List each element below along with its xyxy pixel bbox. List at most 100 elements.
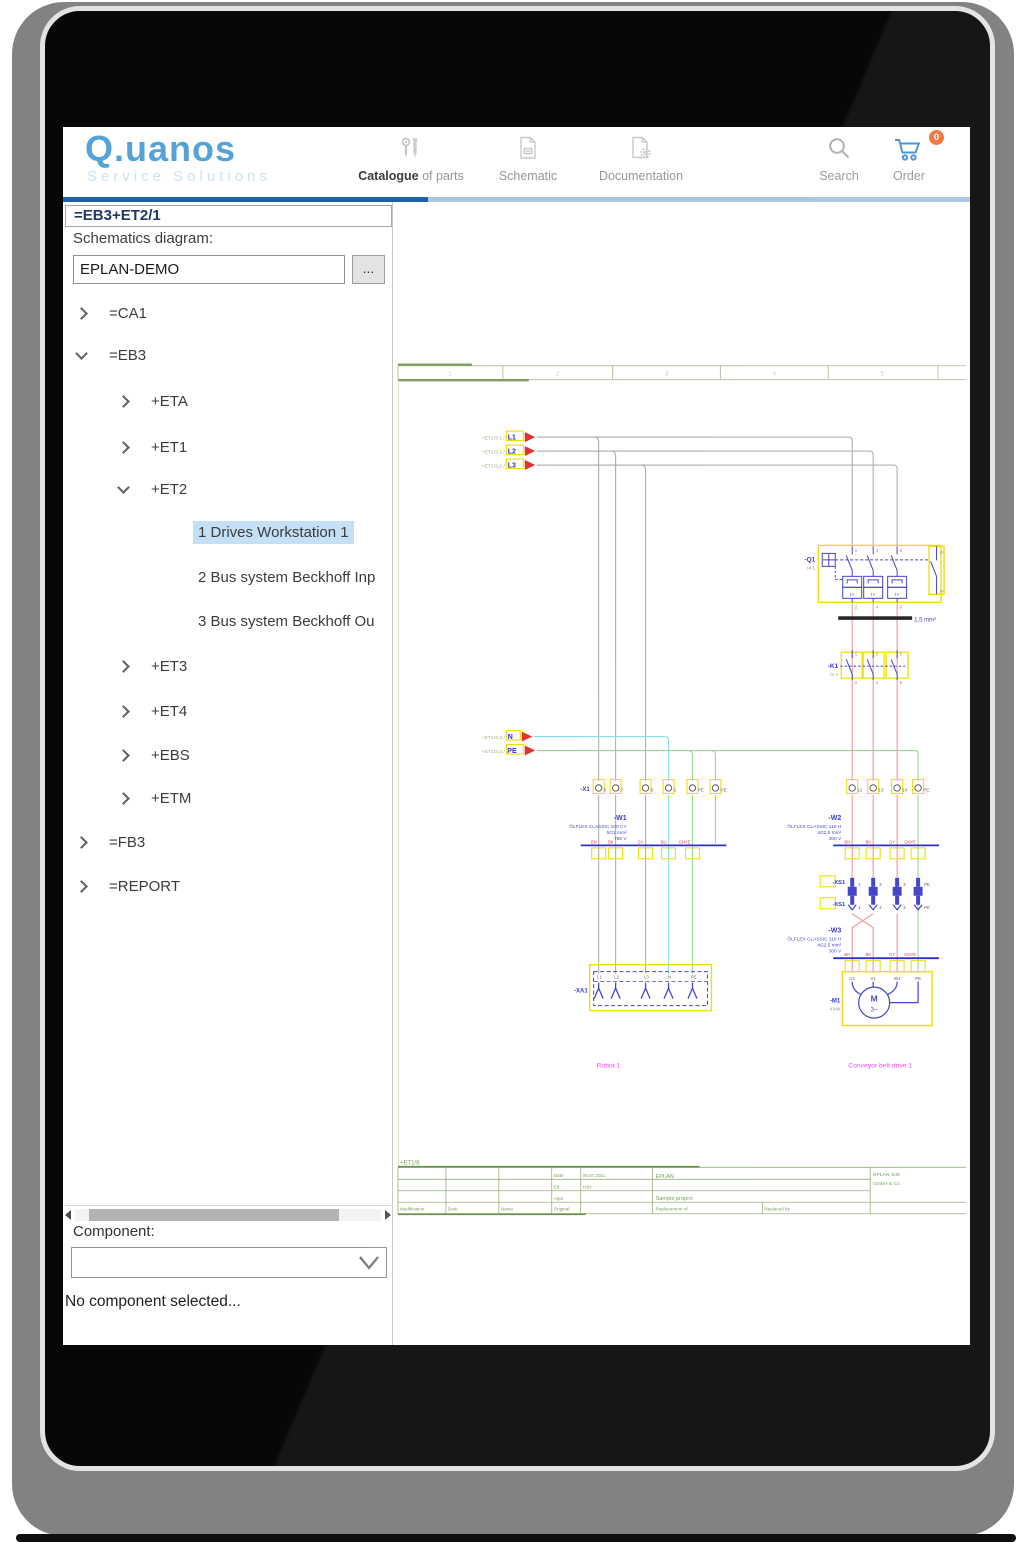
w2-voltage: 300 V [829, 836, 842, 842]
tree-item-bus-system-inputs[interactable]: 2 Bus system Beckhoff Inp [63, 564, 391, 591]
x1-terminal-strip: -X1 6 7 8 5 [580, 778, 929, 795]
chevron-right-icon[interactable] [117, 660, 130, 673]
wire-size-marker: 1,5 mm² [838, 616, 936, 623]
ruler-number: 2 [556, 372, 560, 378]
tree-item-et3[interactable]: +ET3 [63, 653, 391, 680]
tree-item-label: =REPORT [109, 878, 180, 895]
core-label: BN [844, 952, 850, 957]
component-label: Component: [73, 1223, 155, 1240]
tree-item-bus-system-outputs[interactable]: 3 Bus system Beckhoff Ou [63, 608, 391, 635]
scrollbar-thumb[interactable] [89, 1208, 339, 1221]
chevron-down-icon[interactable] [75, 347, 88, 360]
horizontal-scrollbar[interactable] [65, 1205, 391, 1221]
terminal-number: 1 [855, 548, 858, 553]
interruption-arrow-icon [524, 460, 536, 471]
tree-item-et2[interactable]: +ET2 [63, 476, 391, 503]
nav-catalogue[interactable]: Catalogue of parts [355, 135, 467, 183]
scroll-left-arrow-icon[interactable] [65, 1209, 71, 1220]
w2-label: -W2 [828, 815, 841, 822]
core-label: GY [638, 839, 644, 844]
chevron-down-icon[interactable] [117, 481, 130, 494]
nav-schematic-label: Schematic [498, 169, 558, 183]
tree-item-label: +ET1 [151, 439, 188, 456]
motor-phases: 3~ [870, 1007, 878, 1014]
tree-item-fb3[interactable]: =FB3 [63, 829, 391, 856]
terminal-number: 7 [621, 787, 624, 793]
diagram-name-input[interactable] [73, 255, 345, 284]
nav-search[interactable]: Search [809, 135, 869, 183]
accent-bar-dark [63, 197, 428, 202]
chevron-right-icon[interactable] [117, 792, 130, 805]
pin-number: PE [924, 882, 930, 887]
browse-button[interactable]: ... [352, 255, 385, 284]
w1-size: 5G1 mm² [607, 830, 627, 836]
ruler-number: 4 [773, 372, 777, 378]
chevron-right-icon[interactable] [117, 705, 130, 718]
nav-order[interactable]: 0 Order [881, 130, 944, 183]
interruption-arrow-icon [524, 446, 536, 457]
tree-item-eb3[interactable]: =EB3 [63, 342, 391, 369]
schematic-canvas[interactable]: 1 2 3 4 5 +ET1/3.1 / L1 +ET1/3.1 / L2 [394, 202, 970, 1345]
chevron-right-icon[interactable] [117, 395, 130, 408]
component-select[interactable] [71, 1247, 387, 1278]
terminal-number: 1 [855, 652, 858, 657]
terminal-number: 2 [855, 604, 858, 609]
tb-vendor-line2: GmbH & Co [873, 1181, 900, 1187]
nav-documentation[interactable]: Documentation [591, 135, 691, 183]
chevron-right-icon[interactable] [75, 880, 88, 893]
terminal-number: 5 [674, 787, 677, 793]
caption-conveyor: Conveyor belt drive 1 [848, 1062, 912, 1069]
terminal-number: 3 [876, 652, 879, 657]
tb-date-value: 05.07.2011 [583, 1173, 606, 1178]
m1-motor: U1 V1 W1 PE M 3~ -M1 4 kW [829, 970, 933, 1027]
terminal-number: 6 [900, 680, 903, 685]
w3-type: ÖLFLEX CLASSIC 110 H [787, 936, 841, 943]
feed-name: L2 [508, 449, 516, 456]
pin-number: 3 [903, 905, 906, 910]
terminal-number: 4 [876, 604, 879, 609]
nav-schematic[interactable]: Schematic [488, 135, 568, 183]
w3-size: 4G2,5 mm² [817, 943, 841, 949]
cart-icon: 0 [881, 130, 944, 163]
tree-item-label: +EBS [151, 747, 190, 764]
scrollbar-track[interactable] [75, 1208, 381, 1221]
core-label: GNYE [679, 839, 691, 844]
tree-item-eta[interactable]: +ETA [63, 388, 391, 415]
tree-item-label: 3 Bus system Beckhoff Ou [198, 613, 375, 630]
no-component-text: No component selected... [65, 1293, 241, 1310]
tb-company: EPLAN [656, 1174, 674, 1180]
pin-number: 1 [858, 882, 861, 887]
chevron-right-icon[interactable] [75, 836, 88, 849]
w1-cable: -W1 ÖLFLEX CLASSIC 100 CY 5G1 mm² 750 V … [569, 815, 727, 860]
chevron-right-icon[interactable] [75, 307, 88, 320]
tree-item-drives-workstation-1[interactable]: 1 Drives Workstation 1 [63, 519, 391, 546]
core-label: BN [844, 839, 850, 844]
schematics-diagram-label: Schematics diagram: [73, 230, 214, 247]
scroll-right-arrow-icon[interactable] [385, 1209, 391, 1220]
tree-item-report[interactable]: =REPORT [63, 873, 391, 900]
chevron-right-icon[interactable] [117, 749, 130, 762]
tree-item-et4[interactable]: +ET4 [63, 698, 391, 725]
feed-name: N [508, 734, 513, 741]
motor-letter: M [871, 994, 878, 1004]
motor-phase-wires [851, 602, 898, 973]
feed-name: PE [507, 748, 517, 755]
w2-type: ÖLFLEX CLASSIC 110 H [787, 823, 841, 830]
chevron-right-icon[interactable] [117, 441, 130, 454]
quanos-logo: Q.uanos Service Solutions [85, 131, 271, 186]
terminal-number: 3 [876, 548, 879, 553]
w3-voltage: 300 V [829, 949, 842, 955]
tree-item-ca1[interactable]: =CA1 [63, 300, 391, 327]
tree-item-ebs[interactable]: +EBS [63, 742, 391, 769]
tree-item-label: 1 Drives Workstation 1 [193, 521, 354, 544]
pin-label: L1 [597, 975, 602, 980]
tree-item-etm[interactable]: +ETM [63, 785, 391, 812]
tree-item-label: +ET4 [151, 703, 188, 720]
tb-date-label: Date [554, 1173, 564, 1178]
tb-modification: Modification [400, 1207, 425, 1212]
interruption-arrow-icon [524, 432, 536, 443]
interruption-arrow-icon [521, 731, 533, 742]
tree-item-et1[interactable]: +ET1 [63, 434, 391, 461]
xa1-connector: L1 L2 L3 N PE -XA1 [574, 963, 713, 1012]
ruler-number: 1 [448, 372, 452, 378]
